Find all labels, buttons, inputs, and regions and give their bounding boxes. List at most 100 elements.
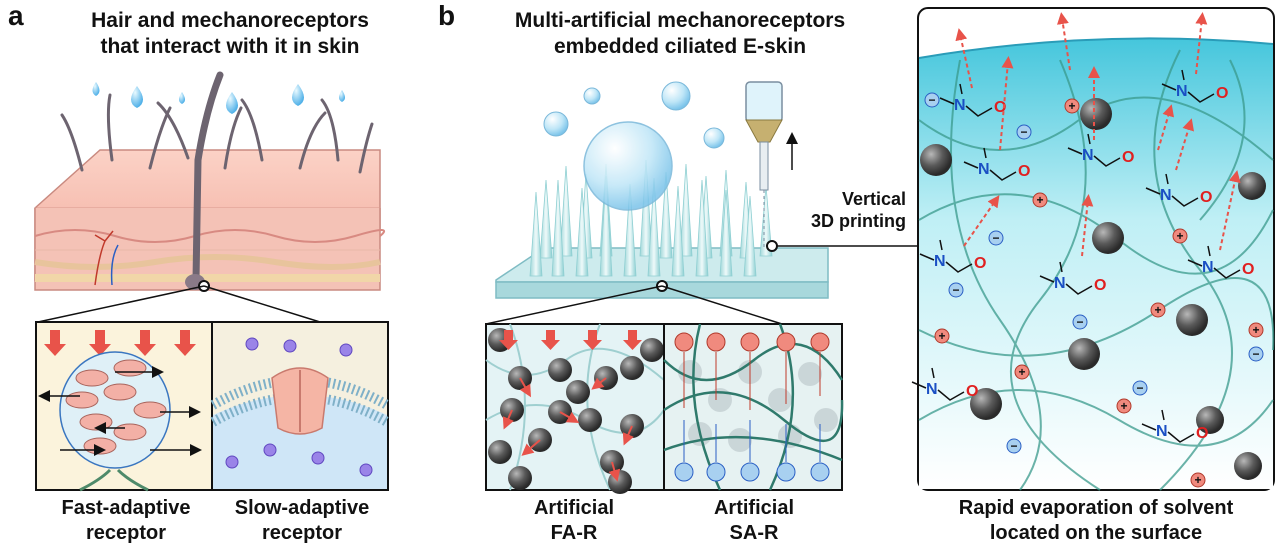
caption-fast-adaptive-line1: Fast-adaptive: [61, 497, 191, 519]
dmf-molecule: N O: [919, 239, 986, 273]
cation: +: [1014, 364, 1030, 380]
anion: −: [1072, 314, 1088, 330]
dmf-molecule: N O: [1067, 133, 1134, 167]
dmf-molecule: N O: [1145, 173, 1212, 207]
nitrogen-atom-label: N: [1176, 83, 1188, 100]
nitrogen-atom-label: N: [926, 381, 938, 398]
nitrogen-atom-label: N: [1082, 147, 1094, 164]
panel-a-title: Hair and mechanoreceptors that interact …: [30, 8, 430, 60]
nitrogen-atom-label: N: [978, 161, 990, 178]
anion: −: [1006, 438, 1022, 454]
artificial-fa-inset: [485, 323, 665, 494]
evaporation-panel: N O N O N O N O N O: [911, 7, 1275, 491]
svg-text:−: −: [1020, 125, 1027, 139]
nitrogen-atom-label: N: [1160, 187, 1172, 204]
printing-label-line1: Vertical: [841, 189, 906, 209]
cation: +: [1172, 228, 1188, 244]
panel-a-title-line1: Hair and mechanoreceptors: [91, 9, 369, 32]
nitrogen-atom-label: N: [1202, 259, 1214, 276]
svg-text:−: −: [1136, 381, 1143, 395]
printer-nozzle: [745, 81, 798, 250]
svg-text:+: +: [1176, 229, 1183, 243]
printing-label-line2: 3D printing: [811, 211, 906, 231]
cilia-cones: [529, 159, 773, 277]
cation-ions: + + + + + + + + +: [934, 98, 1264, 488]
e-skin-illustration: [485, 81, 918, 325]
caption-slow-adaptive-line2: receptor: [261, 522, 343, 544]
anion: −: [1132, 380, 1148, 396]
oxygen-atom-label: O: [1200, 189, 1212, 206]
panel-b-title: Multi-artificial mechanoreceptors embedd…: [460, 8, 900, 60]
panel-a-title-line2: that interact with it in skin: [100, 35, 360, 58]
oxygen-atom-label: O: [966, 383, 978, 400]
svg-text:−: −: [928, 93, 935, 107]
caption-artificial-fa-line2: FA-R: [550, 522, 598, 544]
svg-text:−: −: [1252, 347, 1259, 361]
caption-artificial-fa: Artificial FA-R: [484, 496, 664, 546]
dmf-molecule: N O: [939, 83, 1006, 117]
dmf-molecule: N O: [1141, 409, 1208, 443]
cation: +: [1064, 98, 1080, 114]
fast-adaptive-inset: [35, 321, 213, 492]
caption-artificial-fa-line1: Artificial: [533, 497, 615, 519]
caption-slow-adaptive-line1: Slow-adaptive: [234, 497, 370, 519]
caption-artificial-sa-line2: SA-R: [729, 522, 779, 544]
skin-illustration: [34, 71, 386, 323]
cation: +: [1032, 192, 1048, 208]
nitrogen-atom-label: N: [1054, 275, 1066, 292]
dmf-molecule: N O: [911, 367, 978, 401]
anion: −: [924, 92, 940, 108]
artificial-sa-inset: [663, 323, 844, 491]
dmf-molecule: N O: [1187, 245, 1254, 279]
hairs: [60, 93, 374, 174]
evaporation-arrows: [955, 12, 1241, 257]
svg-text:+: +: [1018, 365, 1025, 379]
panel-b-title-line2: embedded ciliated E-skin: [553, 35, 807, 58]
cation: +: [1150, 302, 1166, 318]
caption-artificial-sa-line1: Artificial: [713, 497, 795, 519]
oxygen-atom-label: O: [974, 255, 986, 272]
anion: −: [948, 282, 964, 298]
pressure-arrows: [44, 330, 196, 356]
carbon-particles: [920, 98, 1266, 480]
svg-text:+: +: [1194, 473, 1201, 487]
oxygen-atom-label: O: [1094, 277, 1106, 294]
oxygen-atom-label: O: [1216, 85, 1228, 102]
nitrogen-atom-label: N: [1156, 423, 1168, 440]
anion: −: [988, 230, 1004, 246]
nitrogen-atom-label: N: [934, 253, 946, 270]
dmf-molecule: N O: [1039, 261, 1106, 295]
anion-ions: − − − − − − − −: [924, 92, 1264, 454]
caption-evaporation-line2: located on the surface: [989, 522, 1203, 544]
svg-text:−: −: [1010, 439, 1017, 453]
water-drops: [92, 82, 345, 114]
printing-label: Vertical 3D printing: [790, 188, 906, 232]
caption-evaporation-line1: Rapid evaporation of solvent: [958, 497, 1234, 519]
dmf-molecule: N O: [1161, 69, 1228, 103]
slow-adaptive-inset: [210, 321, 390, 491]
oxygen-atom-label: O: [1122, 149, 1134, 166]
svg-text:−: −: [952, 283, 959, 297]
svg-text:+: +: [1120, 399, 1127, 413]
svg-text:+: +: [1154, 303, 1161, 317]
panel-b-letter: b: [438, 0, 456, 31]
solvent-molecules: N O N O N O N O N O: [911, 69, 1254, 443]
caption-fast-adaptive-line2: receptor: [85, 522, 167, 544]
svg-text:+: +: [1252, 323, 1259, 337]
svg-text:−: −: [992, 231, 999, 245]
anion: −: [1248, 346, 1264, 362]
panel-a-letter: a: [8, 0, 24, 31]
svg-text:+: +: [1036, 193, 1043, 207]
oxygen-atom-label: O: [1018, 163, 1030, 180]
svg-text:+: +: [938, 329, 945, 343]
svg-text:+: +: [1068, 99, 1075, 113]
panel-b-title-line1: Multi-artificial mechanoreceptors: [514, 9, 846, 32]
nitrogen-atom-label: N: [954, 97, 966, 114]
svg-text:−: −: [1076, 315, 1083, 329]
caption-evaporation: Rapid evaporation of solvent located on …: [918, 496, 1274, 546]
cation: +: [1248, 322, 1264, 338]
oxygen-atom-label: O: [1196, 425, 1208, 442]
caption-artificial-sa: Artificial SA-R: [664, 496, 844, 546]
dmf-molecule: N O: [963, 147, 1030, 181]
